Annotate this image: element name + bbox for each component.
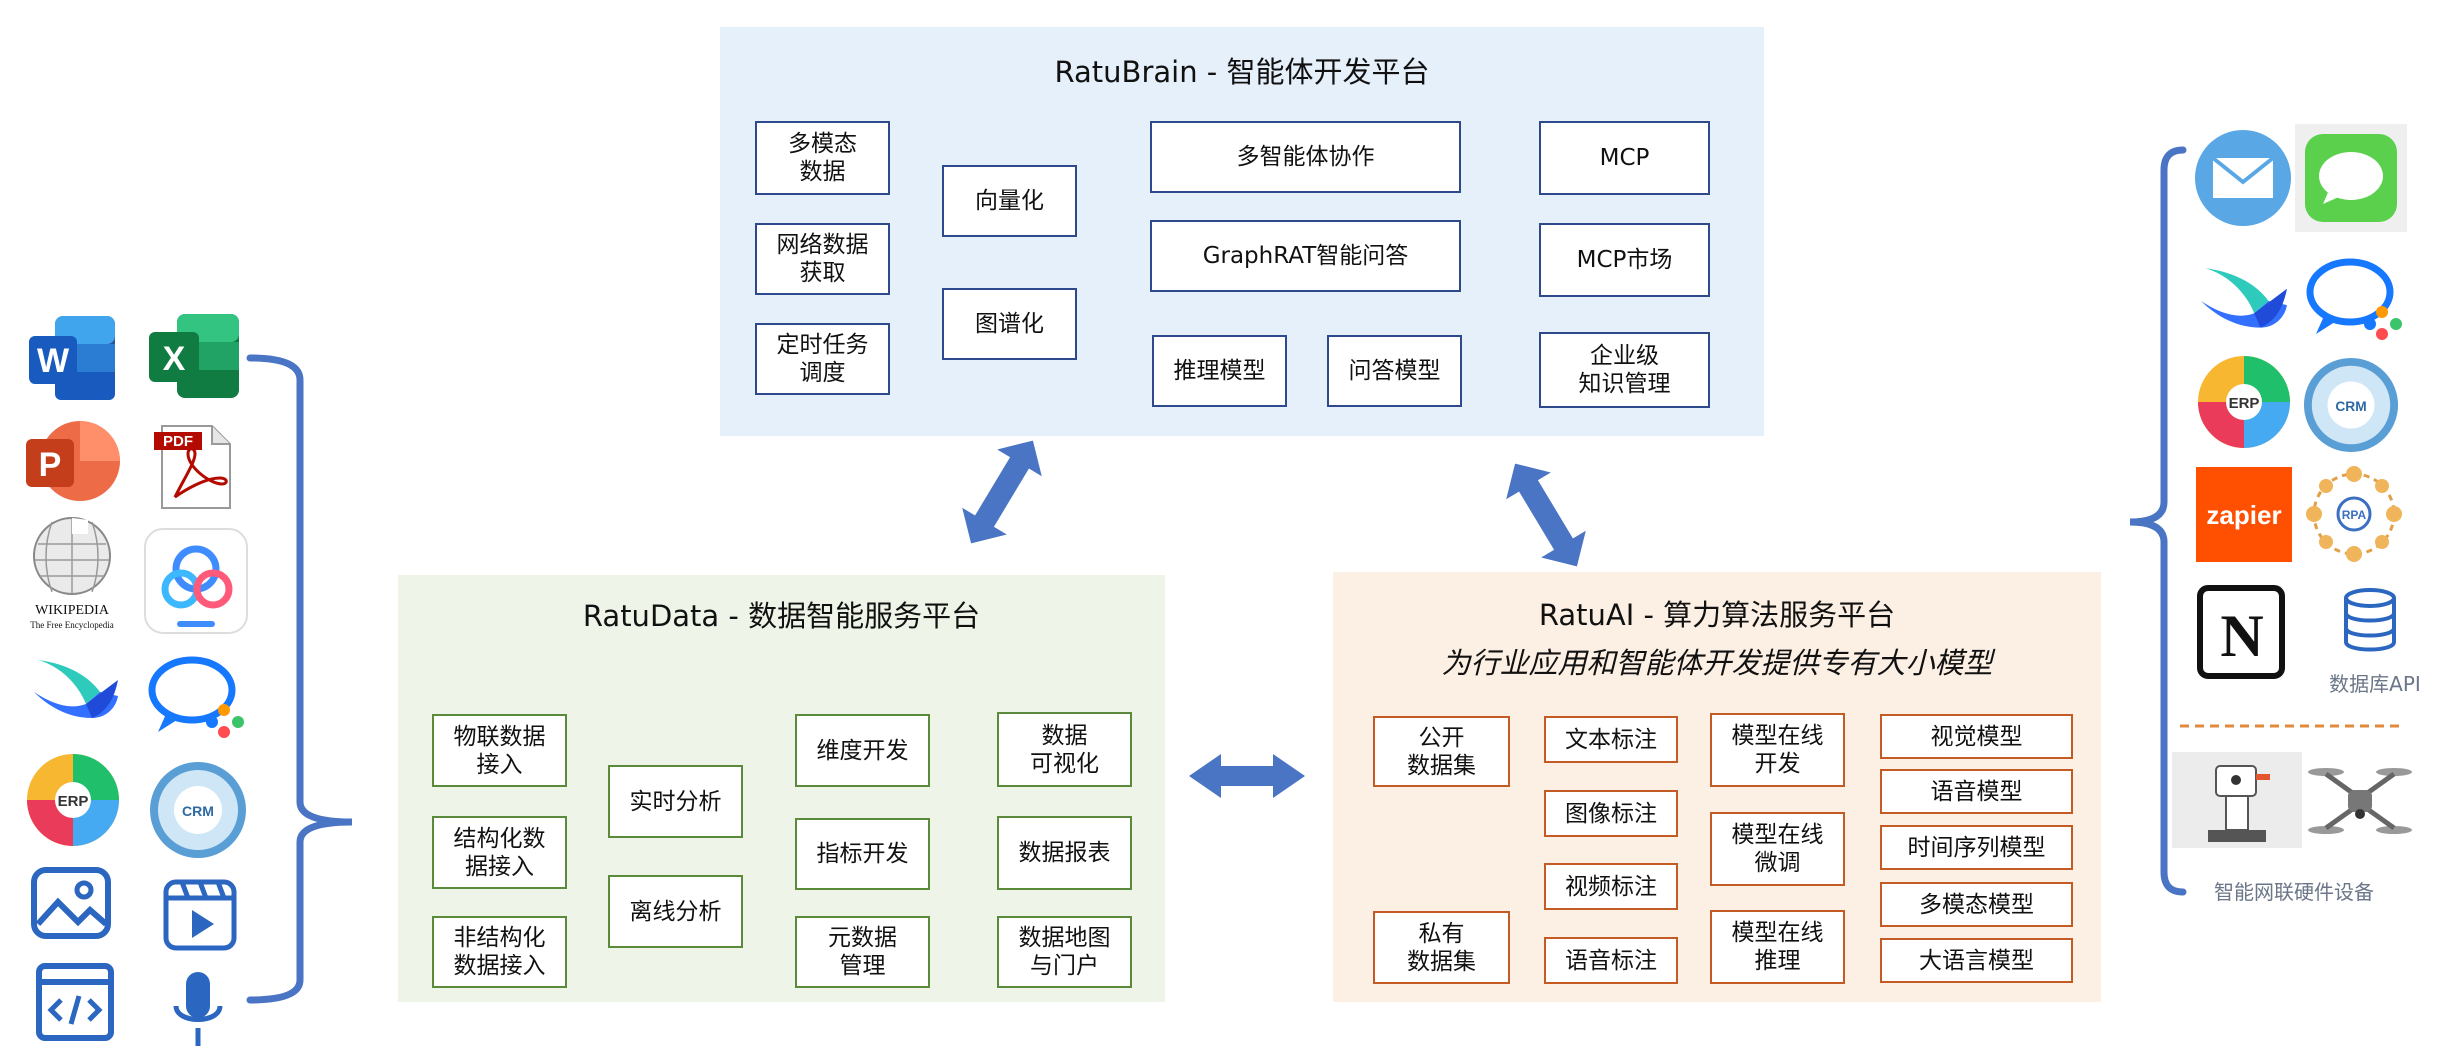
timeseries-model-box: 时间序列模型 [1880, 825, 2073, 870]
unstructured-data-box: 非结构化 数据接入 [432, 916, 567, 988]
feishu-icon [30, 652, 120, 730]
database-api-caption: 数据库API [2329, 672, 2421, 696]
ratudata-title: RatuData - 数据智能服务平台 [582, 599, 981, 633]
rpa-icon: RPA [2302, 462, 2406, 566]
wikipedia-logo-text: WIKIPEDIA [35, 603, 110, 618]
zapier-icon: zapier [2196, 467, 2292, 562]
public-dataset-box: 公开 数据集 [1373, 716, 1510, 787]
image-file-icon [30, 866, 112, 941]
qa-model-box: 问答模型 [1327, 335, 1462, 407]
wikipedia-tagline: The Free Encyclopedia [30, 620, 113, 630]
excel-letter: X [163, 340, 186, 378]
model-online-tune-box: 模型在线 微调 [1710, 812, 1845, 886]
graph-box: 图谱化 [942, 288, 1077, 360]
metadata-mgmt-box: 元数据 管理 [795, 916, 930, 988]
speech-annotation-box: 语音标注 [1544, 937, 1678, 984]
multimodal-data-box: 多模态 数据 [755, 121, 890, 195]
mcp-box: MCP [1539, 121, 1710, 195]
robot-device-icon [2172, 752, 2302, 848]
private-dataset-box: 私有 数据集 [1373, 911, 1510, 984]
ratubrain-title: RatuBrain - 智能体开发平台 [1054, 55, 1430, 89]
left-bracket [246, 354, 353, 1004]
crm-icon: CRM [148, 760, 248, 860]
arrow-brain-ai [1506, 463, 1586, 567]
chat-app-icon [146, 652, 250, 742]
metric-dev-box: 指标开发 [795, 818, 930, 890]
enterprise-knowledge-box: 企业级 知识管理 [1539, 332, 1710, 408]
model-online-infer-box: 模型在线 推理 [1710, 910, 1845, 984]
microphone-icon [170, 968, 226, 1052]
data-report-box: 数据报表 [997, 816, 1132, 890]
wikipedia-icon: WIKIPEDIA The Free Encyclopedia [18, 514, 126, 632]
dimension-dev-box: 维度开发 [795, 714, 930, 787]
scheduled-task-box: 定时任务 调度 [755, 323, 890, 395]
model-online-dev-box: 模型在线 开发 [1710, 713, 1845, 787]
multimodal-model-box: 多模态模型 [1880, 882, 2073, 927]
mcp-market-box: MCP市场 [1539, 223, 1710, 297]
mail-icon [2193, 128, 2293, 228]
chat-app-icon [2304, 254, 2408, 344]
web-code-icon [35, 962, 115, 1042]
powerpoint-icon: P [22, 414, 124, 509]
messages-icon [2295, 124, 2407, 232]
structured-data-box: 结构化数 据接入 [432, 816, 567, 889]
hardware-caption: 智能网联硬件设备 [2214, 880, 2374, 904]
graphrat-qa-box: GraphRAT智能问答 [1150, 220, 1461, 292]
crm-label-left: CRM [182, 803, 214, 819]
data-map-portal-box: 数据地图 与门户 [997, 916, 1132, 988]
drone-icon [2304, 752, 2416, 848]
pdf-label: PDF [163, 433, 193, 450]
cloud-storage-icon [143, 527, 249, 635]
ratuai-subtitle: 为行业应用和智能体开发提供专有大小模型 [1441, 646, 1993, 680]
data-visualization-box: 数据 可视化 [997, 712, 1132, 787]
word-letter: W [37, 342, 70, 380]
ratubrain-panel: RatuBrain - 智能体开发平台 多模态 数据 网络数据 获取 定时任务 … [720, 27, 1764, 436]
crm-icon: CRM [2302, 356, 2400, 454]
vision-model-box: 视觉模型 [1880, 714, 2073, 759]
pdf-icon: PDF [150, 422, 240, 512]
zapier-label: zapier [2206, 500, 2281, 530]
video-annotation-box: 视频标注 [1544, 863, 1678, 910]
text-annotation-box: 文本标注 [1544, 716, 1678, 763]
web-data-box: 网络数据 获取 [755, 223, 890, 295]
erp-icon: ERP [25, 752, 121, 848]
notion-icon: N [2192, 580, 2290, 684]
llm-box: 大语言模型 [1880, 938, 2073, 983]
ratuai-panel: RatuAI - 算力算法服务平台 为行业应用和智能体开发提供专有大小模型 公开… [1333, 572, 2101, 1002]
ratuai-title: RatuAI - 算力算法服务平台 [1538, 598, 1896, 632]
word-icon: W [25, 308, 120, 408]
iot-data-box: 物联数据 接入 [432, 714, 567, 787]
notion-letter: N [2220, 603, 2263, 669]
erp-icon: ERP [2196, 354, 2292, 450]
vectorization-box: 向量化 [942, 165, 1077, 237]
multi-agent-box: 多智能体协作 [1150, 121, 1461, 193]
voice-model-box: 语音模型 [1880, 769, 2073, 814]
image-annotation-box: 图像标注 [1544, 790, 1678, 837]
offline-analysis-box: 离线分析 [608, 875, 743, 948]
realtime-analysis-box: 实时分析 [608, 765, 743, 838]
reasoning-model-box: 推理模型 [1152, 335, 1287, 407]
erp-label-right: ERP [2229, 395, 2260, 412]
video-file-icon [162, 878, 238, 953]
crm-label-right: CRM [2335, 399, 2366, 414]
arrow-brain-data [962, 440, 1042, 544]
rpa-label: RPA [2342, 508, 2367, 522]
arrow-data-ai [1189, 754, 1305, 798]
excel-icon: X [145, 306, 245, 406]
ratudata-panel: RatuData - 数据智能服务平台 物联数据 接入 结构化数 据接入 非结构… [398, 575, 1165, 1002]
erp-label-left: ERP [58, 793, 89, 810]
ppt-letter: P [39, 446, 62, 484]
database-icon [2338, 586, 2402, 654]
feishu-icon [2197, 260, 2289, 340]
